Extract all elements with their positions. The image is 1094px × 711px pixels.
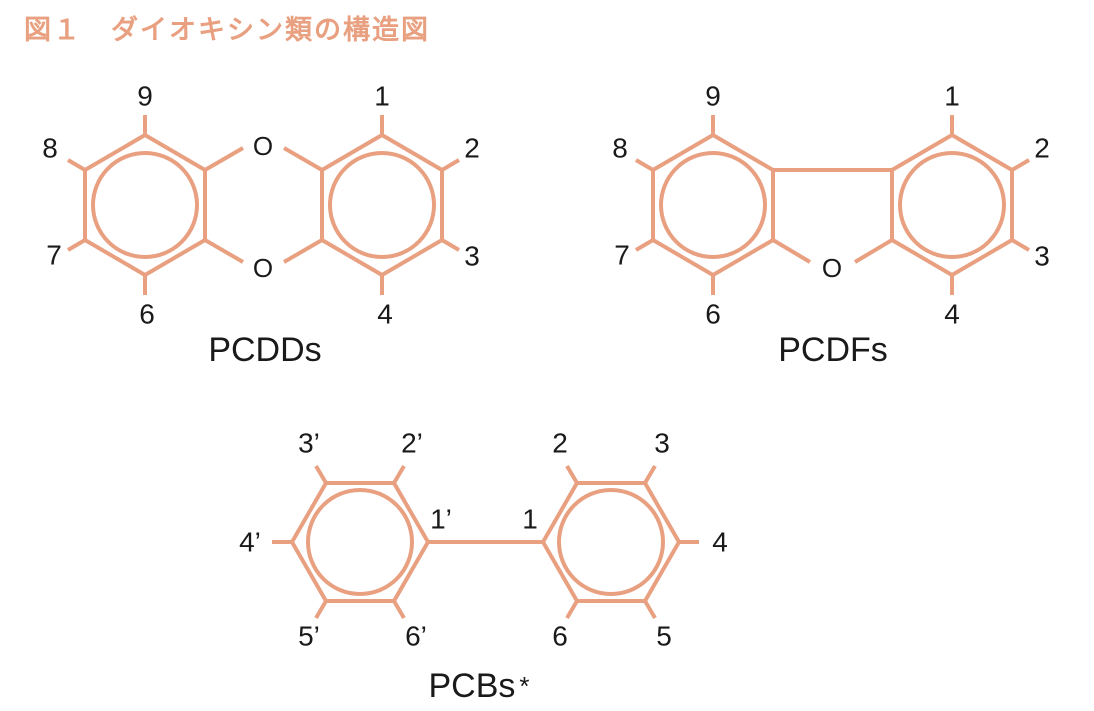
pcb-structure: 3’ 2’ 4’ 5’ 6’ 1’ 1 2 3 4 6 5 PCBs* [239, 427, 728, 705]
pcdd-oxygen-bottom-label: O [253, 253, 273, 283]
pcb-substituent-bond-6 [565, 599, 579, 620]
pcb-name-asterisk: * [519, 671, 529, 701]
pcb-substituent-bond-5 [643, 599, 657, 620]
pcb-substituent-bond-2p [392, 464, 406, 485]
pcdf-substituent-bond-3 [1010, 238, 1031, 252]
pcdd-right-ring-aromatic-circle [328, 151, 436, 259]
pcb-position-label: 4’ [239, 526, 261, 557]
pcb-name-label: PCBs* [428, 667, 529, 705]
pcdd-bond-top-left-to-oxygen [203, 146, 245, 172]
pcb-substituent-bond-2 [565, 464, 579, 485]
pcdd-position-label: 2 [464, 132, 480, 163]
pcb-right-ring-hexagon [541, 481, 681, 603]
pcdf-position-label: 8 [612, 132, 628, 163]
pcdd-position-label: 7 [46, 239, 62, 270]
pcdf-position-label: 3 [1034, 240, 1050, 271]
pcb-position-label: 5’ [298, 620, 320, 651]
pcdd-substituent-bond-2 [440, 158, 461, 172]
pcb-position-label: 3’ [298, 427, 320, 458]
pcb-substituent-bond-5p [314, 599, 328, 620]
pcdf-position-label: 1 [944, 80, 960, 111]
pcdd-left-ring-aromatic-circle [91, 151, 199, 259]
pcb-substituent-bond-3p [314, 464, 328, 485]
pcdf-position-label: 7 [614, 239, 630, 270]
pcb-position-label: 2’ [401, 427, 423, 458]
pcb-position-label: 4 [712, 526, 728, 557]
pcdf-right-ring-hexagon [890, 133, 1014, 277]
pcdd-bond-oxygen-to-bottom-right [282, 238, 324, 264]
pcb-substituent-bond-6p [392, 599, 406, 620]
pcb-position-label: 6 [552, 620, 568, 651]
pcdf-oxygen-label: O [822, 253, 842, 283]
pcdd-position-label: 8 [42, 132, 58, 163]
pcb-right-ring-aromatic-circle [557, 488, 665, 596]
pcdf-substituent-bond-7 [634, 238, 655, 252]
pcdd-substituent-bond-8 [66, 158, 87, 172]
pcdd-structure: O O 9 8 7 6 1 2 3 4 PCDDs [42, 80, 480, 369]
pcdd-position-label: 4 [377, 298, 393, 329]
pcdd-substituent-bond-3 [440, 238, 461, 252]
pcdd-position-label: 1 [374, 80, 390, 111]
pcdf-right-ring-aromatic-circle [898, 151, 1006, 259]
pcb-position-label: 1’ [430, 503, 452, 534]
pcdf-substituent-bond-8 [634, 158, 655, 172]
pcdf-bond-left-to-oxygen [771, 238, 812, 264]
pcb-left-ring-aromatic-circle [306, 488, 414, 596]
pcb-position-label: 1 [522, 503, 538, 534]
pcdd-bond-oxygen-to-top-right [282, 146, 324, 172]
pcb-position-label: 5 [656, 620, 672, 651]
pcb-name-text: PCBs [428, 667, 515, 705]
pcdf-position-label: 2 [1034, 132, 1050, 163]
pcdf-position-label: 6 [705, 298, 721, 329]
pcdd-position-label: 6 [139, 298, 155, 329]
pcb-position-label: 2 [552, 427, 568, 458]
pcb-position-label: 6’ [405, 620, 427, 651]
pcdf-structure: O 9 8 7 6 1 2 3 4 PCDFs [612, 80, 1050, 369]
pcdf-left-ring-aromatic-circle [659, 151, 767, 259]
pcb-left-ring-hexagon [290, 481, 430, 603]
pcdf-substituent-bond-2 [1010, 158, 1031, 172]
pcdd-oxygen-top-label: O [253, 131, 273, 161]
pcdf-bond-oxygen-to-right [853, 238, 894, 264]
pcdf-position-label: 4 [944, 298, 960, 329]
pcdd-bond-bottom-left-to-oxygen [203, 238, 245, 264]
pcb-position-label: 3 [654, 427, 670, 458]
pcdd-position-label: 3 [464, 240, 480, 271]
pcb-substituent-bond-3 [643, 464, 657, 485]
pcdf-left-ring-hexagon [651, 133, 775, 277]
pcdd-name-label: PCDDs [208, 331, 321, 369]
pcdd-position-label: 9 [137, 80, 153, 111]
figure-title: 図１ ダイオキシン類の構造図 [24, 15, 430, 46]
pcdd-right-ring-hexagon [320, 133, 444, 277]
pcdf-name-label: PCDFs [778, 331, 888, 369]
pcdf-position-label: 9 [705, 80, 721, 111]
pcdd-substituent-bond-7 [66, 238, 87, 252]
pcdd-left-ring-hexagon [83, 133, 207, 277]
